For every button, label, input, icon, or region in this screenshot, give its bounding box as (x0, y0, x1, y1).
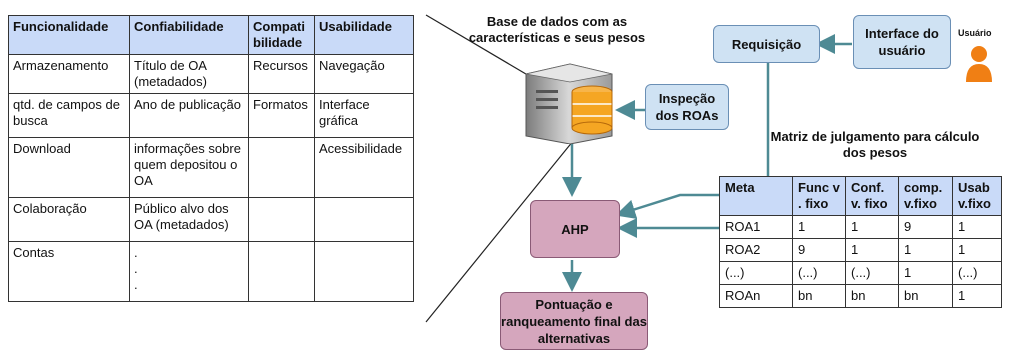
table-row: Download informações sobre quem deposito… (8, 137, 414, 198)
matrix-header: Conf. v. fixo (845, 176, 899, 216)
table-row: Armazenamento Título de OA (metadados) R… (8, 54, 414, 94)
table-cell (248, 241, 315, 302)
table-row: Contas . . . (8, 241, 414, 302)
criteria-header: Funcionalidade (8, 15, 130, 55)
matrix-header-row: Meta Func v . fixo Conf. v. fixo comp. v… (719, 176, 1002, 216)
table-cell: Formatos (248, 93, 315, 138)
zoom-line-bottom (425, 129, 583, 323)
matrix-header: comp. v.fixo (898, 176, 953, 216)
table-cell: ROA1 (719, 215, 793, 239)
table-cell: Colaboração (8, 197, 130, 242)
requisicao-box: Requisição (713, 25, 820, 63)
table-row: (...) (...) (...) 1 (...) (719, 261, 1002, 285)
criteria-header-row: Funcionalidade Confiabilidade Compati bi… (8, 15, 414, 55)
table-row: ROA2 9 1 1 1 (719, 238, 1002, 262)
table-cell: Título de OA (metadados) (129, 54, 249, 94)
table-row: qtd. de campos de busca Ano de publicaçã… (8, 93, 414, 138)
table-cell (248, 197, 315, 242)
table-cell: 9 (792, 238, 846, 262)
table-cell: 1 (845, 215, 899, 239)
table-cell (314, 241, 414, 302)
criteria-table: Funcionalidade Confiabilidade Compati bi… (8, 15, 414, 302)
table-cell: 1 (898, 261, 953, 285)
table-cell: bn (845, 284, 899, 308)
table-cell: Contas (8, 241, 130, 302)
matrix-header: Usab v.fixo (952, 176, 1002, 216)
table-cell: Ano de publicação (129, 93, 249, 138)
server-database-icon (525, 63, 613, 144)
table-cell: 1 (952, 215, 1002, 239)
ahp-box: AHP (530, 200, 620, 258)
database-label: Base de dados com as características e s… (468, 14, 646, 45)
table-cell: (...) (952, 261, 1002, 285)
table-cell: Acessibilidade (314, 137, 414, 198)
table-cell: Interface gráfica (314, 93, 414, 138)
user-label: Usuário (958, 28, 992, 38)
table-cell: 9 (898, 215, 953, 239)
table-cell: 1 (898, 238, 953, 262)
table-cell: Download (8, 137, 130, 198)
table-row: ROA1 1 1 9 1 (719, 215, 1002, 239)
table-cell: 1 (952, 238, 1002, 262)
inspecao-box: Inspeção dos ROAs (645, 84, 729, 130)
table-cell: bn (898, 284, 953, 308)
table-cell: (...) (792, 261, 846, 285)
user-icon (966, 46, 992, 82)
table-cell: ROAn (719, 284, 793, 308)
table-cell: Recursos (248, 54, 315, 94)
criteria-header: Usabilidade (314, 15, 414, 55)
table-cell: (...) (845, 261, 899, 285)
matrix-header: Func v . fixo (792, 176, 846, 216)
table-cell: ROA2 (719, 238, 793, 262)
table-cell: Armazenamento (8, 54, 130, 94)
table-cell (314, 197, 414, 242)
table-cell: (...) (719, 261, 793, 285)
table-cell: bn (792, 284, 846, 308)
table-cell-ellipsis: . . . (129, 241, 249, 302)
matrix-header: Meta (719, 176, 793, 216)
pontuacao-box: Pontuação e ranqueamento final das alter… (500, 292, 648, 350)
interface-usuario-box: Interface do usuário (853, 15, 951, 69)
table-cell: 1 (952, 284, 1002, 308)
table-cell: 1 (845, 238, 899, 262)
matrix-title: Matriz de julgamento para cálculo dos pe… (770, 129, 980, 160)
table-row: ROAn bn bn bn 1 (719, 284, 1002, 308)
table-cell: 1 (792, 215, 846, 239)
table-cell (248, 137, 315, 198)
table-cell: Navegação (314, 54, 414, 94)
table-cell: informações sobre quem depositou o OA (129, 137, 249, 198)
judgement-matrix-table: Meta Func v . fixo Conf. v. fixo comp. v… (719, 176, 1002, 308)
